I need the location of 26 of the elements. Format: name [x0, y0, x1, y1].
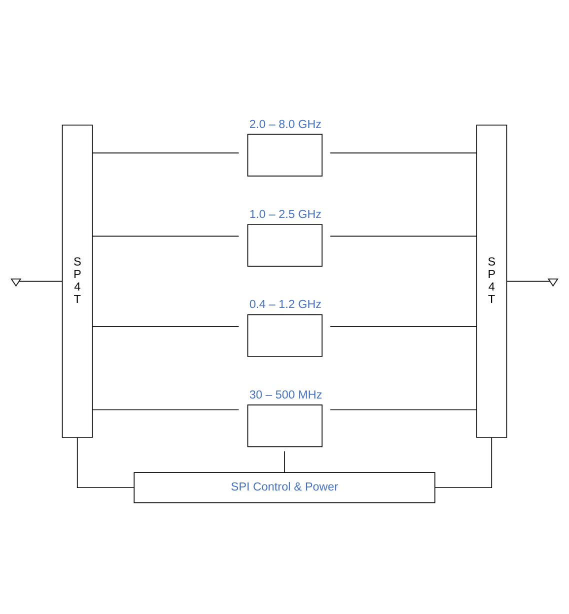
node-label: 0.4 – 1.2 GHz: [249, 298, 322, 312]
node-box: SPI Control & Power: [134, 472, 436, 504]
node-antenna: [10, 278, 22, 287]
node-box: [247, 134, 322, 176]
node-box: [247, 224, 322, 267]
connector: [92, 236, 240, 237]
connector: [506, 280, 550, 282]
node-label: 2.0 – 8.0 GHz: [249, 118, 322, 131]
connector: [434, 437, 492, 488]
connector: [76, 437, 134, 488]
connector: [92, 326, 240, 327]
node-label: 30 – 500 MHz: [249, 388, 322, 402]
connector: [330, 236, 477, 237]
node-box: [247, 404, 322, 448]
connector: [284, 450, 285, 473]
node-box: S P 4 T: [476, 124, 508, 438]
connector: [330, 409, 477, 410]
connector: [18, 280, 62, 282]
connector: [330, 152, 477, 154]
node-label: 1.0 – 2.5 GHz: [249, 208, 322, 222]
connector: [330, 326, 477, 327]
node-box: [247, 314, 322, 357]
connector: [92, 409, 240, 410]
node-antenna: [548, 278, 558, 287]
node-box: S P 4 T: [62, 124, 93, 438]
connector: [92, 152, 240, 154]
